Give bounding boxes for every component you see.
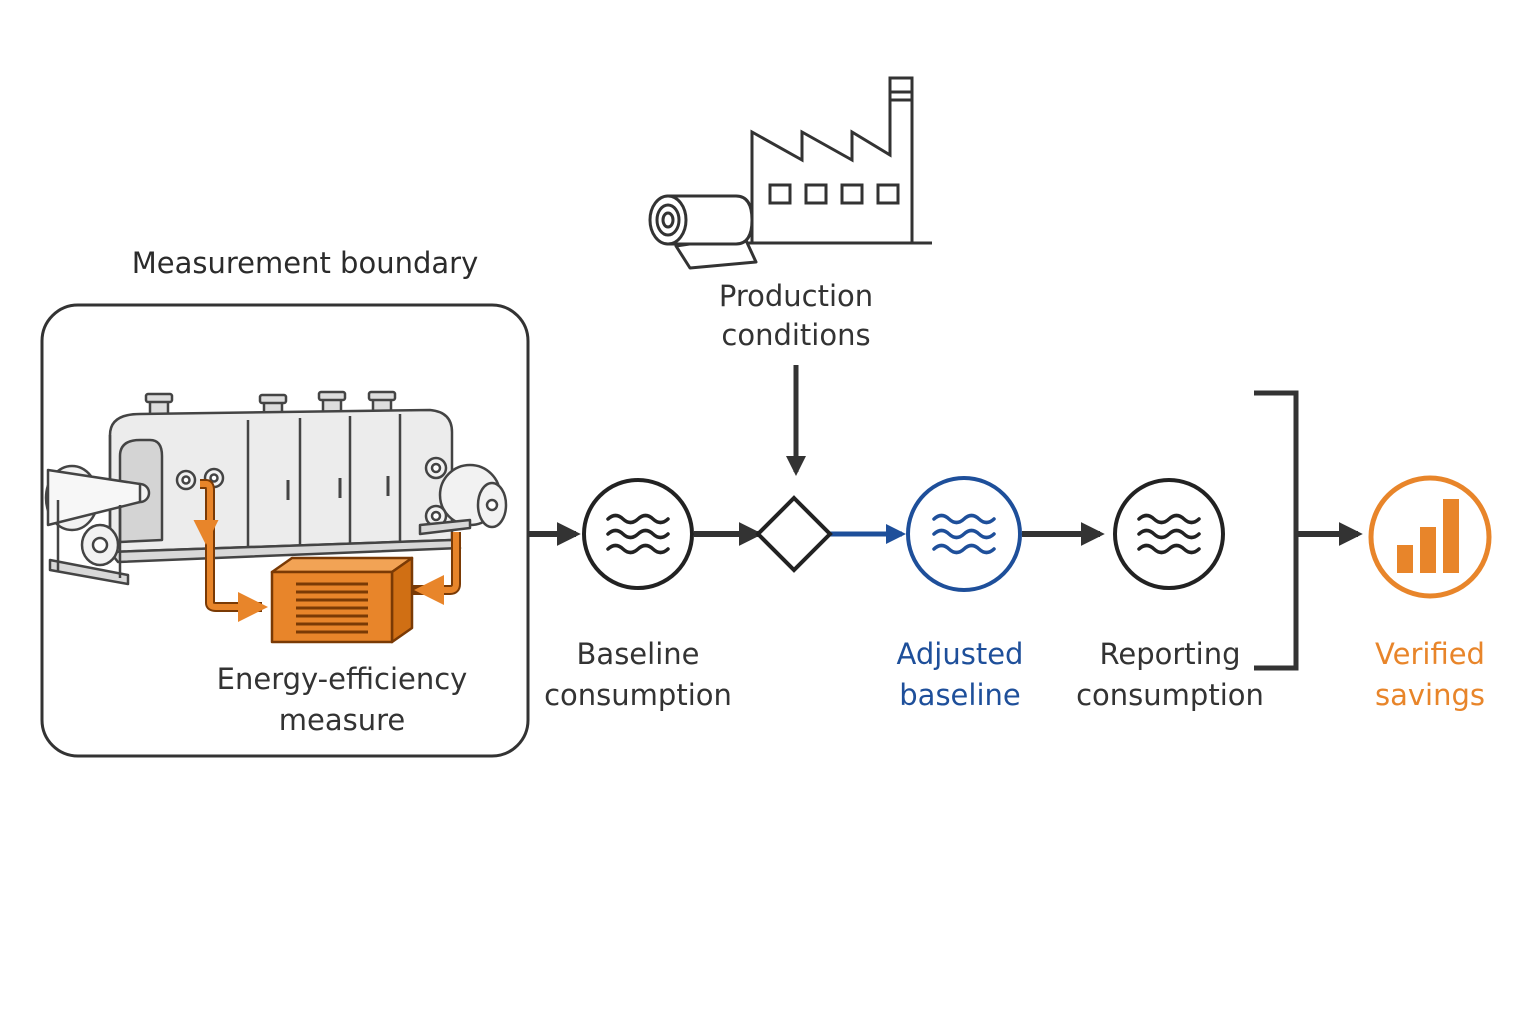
baseline-consumption-label: Baseline consumption bbox=[544, 637, 732, 712]
measurement-boundary-box bbox=[40, 303, 530, 758]
heat-recovery-pipes bbox=[193, 479, 461, 622]
wave-icon bbox=[606, 513, 670, 555]
verified-savings-label: Verified savings bbox=[1375, 637, 1485, 712]
paper-roll-icon bbox=[648, 194, 758, 270]
adjusted-baseline-label: Adjusted baseline bbox=[896, 637, 1024, 712]
heat-exchanger-icon bbox=[270, 556, 414, 644]
production-conditions-label: Production conditions bbox=[718, 279, 874, 352]
reporting-node bbox=[1113, 478, 1225, 590]
wave-icon bbox=[932, 513, 996, 555]
adjusted-baseline-node bbox=[906, 476, 1022, 592]
diamond-icon bbox=[755, 495, 833, 573]
baseline-node bbox=[582, 478, 694, 590]
energy-efficiency-measure-label: Energy-efficiency measure bbox=[216, 662, 468, 737]
paper-machine-icon bbox=[44, 390, 508, 586]
factory-icon bbox=[740, 76, 932, 245]
verified-savings-node bbox=[1368, 475, 1492, 599]
measurement-boundary-label: Measurement boundary bbox=[131, 246, 479, 280]
comparison-bracket bbox=[1254, 390, 1299, 671]
wave-icon bbox=[1137, 513, 1201, 555]
reporting-consumption-label: Reporting consumption bbox=[1076, 637, 1264, 712]
bar-chart-icon bbox=[1397, 499, 1459, 573]
